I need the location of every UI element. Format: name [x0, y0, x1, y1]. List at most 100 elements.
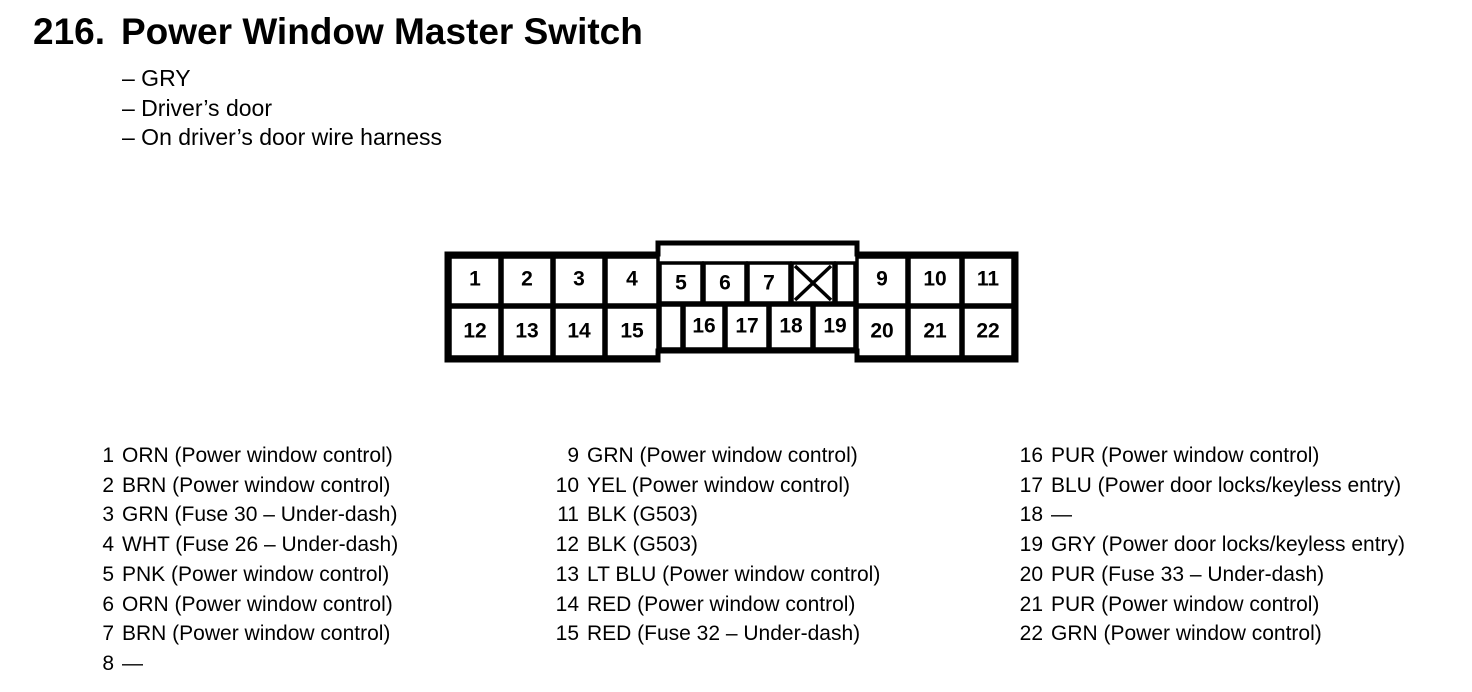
- pin-label-14: 14: [567, 320, 591, 343]
- filler-bottom: [658, 303, 684, 351]
- cavity-5: [658, 261, 704, 305]
- legend-wire-description: —: [1051, 503, 1072, 527]
- legend-wire-description: GRY (Power door locks/keyless entry): [1051, 533, 1406, 557]
- legend-wire-description: BLU (Power door locks/keyless entry): [1051, 473, 1402, 497]
- legend-row: 8—: [90, 649, 398, 679]
- cavity-17: [724, 303, 770, 351]
- cavity-20: [855, 305, 909, 359]
- cavity-10: [907, 255, 963, 307]
- legend-row: 9 GRN (Power window control): [543, 441, 880, 471]
- cavity-21: [907, 305, 963, 359]
- legend-row: 13 LT BLU (Power window control): [543, 560, 881, 590]
- legend-wire-description: PNK (Power window control): [122, 562, 390, 586]
- cavity-8-blocked: [790, 261, 836, 305]
- legend-pin-number: 19: [1019, 533, 1043, 557]
- cavity-13: [500, 305, 554, 359]
- legend-pin-number: 2: [102, 473, 114, 497]
- cavity-9: [855, 255, 909, 307]
- cavity-22: [961, 305, 1015, 359]
- legend-pin-number: 13: [555, 562, 579, 586]
- pin-legend-column-2: 9 GRN (Power window control) 10 YEL (Power …: [543, 441, 881, 649]
- pin-label-2: 2: [521, 268, 533, 291]
- cavity-12: [448, 305, 502, 359]
- pin-label-6: 6: [719, 272, 731, 295]
- legend-pin-number: 22: [1019, 622, 1043, 646]
- cavity-1: [448, 255, 502, 307]
- cavity-2: [500, 255, 554, 307]
- legend-wire-description: BLK (G503): [587, 533, 698, 557]
- legend-pin-number: 9: [567, 444, 579, 467]
- legend-pin-number: 16: [1019, 444, 1043, 467]
- legend-wire-description: ORN (Power window control): [122, 592, 393, 616]
- cavity-15: [604, 305, 660, 359]
- pin-label-9: 9: [876, 268, 888, 291]
- component-details: – GRY – Driver’s door – On driver’s door…: [122, 64, 442, 153]
- pin-label-22: 22: [976, 320, 999, 343]
- page-title: 216.Power Window Master Switch: [33, 11, 643, 53]
- legend-wire-description: GRN (Fuse 30 – Under-dash): [122, 503, 398, 527]
- legend-wire-description: RED (Fuse 32 – Under-dash): [587, 622, 861, 646]
- legend-row: 22 GRN (Power window control): [1008, 619, 1405, 649]
- cavity-18: [768, 303, 814, 351]
- pin-cavities: [448, 255, 1015, 359]
- legend-wire-description: PUR (Power window control): [1051, 444, 1320, 467]
- legend-row: 10 YEL (Power window control): [543, 471, 880, 501]
- pin-label-10: 10: [923, 268, 946, 291]
- legend-pin-number: 10: [555, 473, 579, 497]
- pin-label-13: 13: [515, 320, 538, 343]
- pin-label-15: 15: [620, 320, 644, 343]
- connector-location: – On driver’s door wire harness: [122, 124, 443, 150]
- pin-label-19: 19: [823, 315, 846, 338]
- legend-row: 14 RED (Power window control): [543, 590, 880, 620]
- x-mark-icon: [793, 264, 833, 302]
- legend-pin-number: 4: [102, 533, 114, 557]
- pin-label-7: 7: [763, 272, 775, 295]
- connector-color: – GRY: [122, 65, 191, 91]
- pin-label-3: 3: [573, 268, 585, 291]
- legend-wire-description: —: [122, 651, 143, 675]
- legend-wire-description: GRN (Power window control): [587, 444, 858, 467]
- legend-wire-description: RED (Power window control): [587, 592, 856, 616]
- legend-row: 6 ORN (Power window control): [90, 590, 398, 620]
- cavity-4: [604, 255, 660, 307]
- legend-pin-number: 7: [102, 622, 114, 646]
- legend-wire-description: YEL (Power window control): [587, 473, 850, 497]
- pin-label-12: 12: [463, 320, 486, 343]
- legend-wire-description: BRN (Power window control): [122, 473, 391, 497]
- legend-wire-description: PUR (Power window control): [1051, 592, 1320, 616]
- cavity-6: [702, 261, 748, 305]
- cavity-7: [746, 261, 792, 305]
- filler-top: [834, 261, 857, 305]
- legend-pin-number: 1: [102, 444, 114, 467]
- cavity-19: [812, 303, 857, 351]
- legend-pin-number: 11: [557, 503, 579, 527]
- legend-wire-description: BRN (Power window control): [122, 622, 391, 646]
- legend-pin-number: 6: [102, 592, 114, 616]
- legend-wire-description: LT BLU (Power window control): [587, 562, 881, 586]
- legend-pin-number: 17: [1019, 473, 1043, 497]
- cavity-16: [682, 303, 726, 351]
- component-name: Power Window Master Switch: [121, 11, 643, 52]
- legend-pin-number: 8: [102, 651, 114, 675]
- legend-pin-number: 21: [1019, 592, 1043, 616]
- pin-label-5: 5: [675, 272, 687, 295]
- legend-pin-number: 12: [555, 533, 579, 557]
- pin-label-18: 18: [779, 315, 803, 338]
- legend-pin-number: 20: [1019, 562, 1043, 586]
- legend-pin-number: 14: [555, 592, 579, 616]
- cavity-14: [552, 305, 606, 359]
- legend-row: 19 GRY (Power door locks/keyless entry): [1008, 530, 1405, 560]
- legend-wire-description: GRN (Power window control): [1051, 622, 1322, 646]
- legend-row: 17 BLU (Power door locks/keyless entry): [1008, 471, 1405, 501]
- pin-label-17: 17: [735, 315, 758, 338]
- pin-label-11: 11: [977, 268, 1000, 291]
- legend-wire-description: PUR (Fuse 33 – Under-dash): [1051, 562, 1325, 586]
